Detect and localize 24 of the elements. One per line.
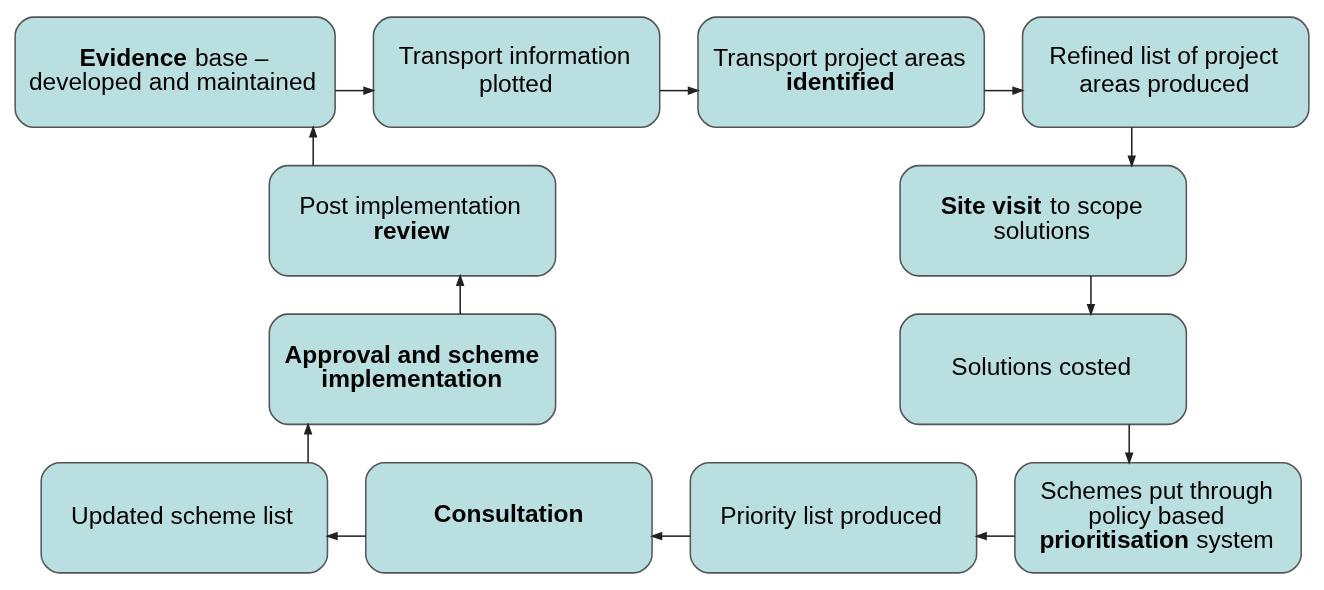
- arrow: [455, 273, 465, 315]
- node-box: Updated scheme list: [40, 461, 329, 574]
- arrow: [1086, 275, 1096, 317]
- node-box: Approval and scheme implementation: [268, 313, 557, 426]
- node-box: Post implementation review: [268, 164, 557, 277]
- node-box: Schemes put through policy based prioritisation system: [1014, 461, 1302, 574]
- arrow: [308, 125, 318, 167]
- arrow: [1124, 423, 1134, 465]
- arrow: [334, 86, 376, 95]
- node-box: Transport information plotted: [372, 16, 661, 129]
- arrow: [974, 531, 1016, 541]
- node-box: Transport project areas identified: [697, 16, 986, 129]
- arrow: [659, 86, 701, 95]
- node-box: Priority list produced: [689, 461, 978, 574]
- node-box: Evidence base – developed and maintained: [14, 16, 336, 129]
- arrow: [325, 531, 367, 541]
- node-box: Site visit to scope solutions: [899, 164, 1188, 277]
- node-box: Consultation: [365, 461, 653, 574]
- node-box: Solutions costed: [899, 313, 1188, 426]
- arrow: [650, 531, 691, 541]
- arrow: [303, 422, 313, 464]
- arrow: [983, 86, 1025, 95]
- arrow: [1127, 126, 1137, 168]
- node-box: Refined list of project areas produced: [1021, 16, 1310, 129]
